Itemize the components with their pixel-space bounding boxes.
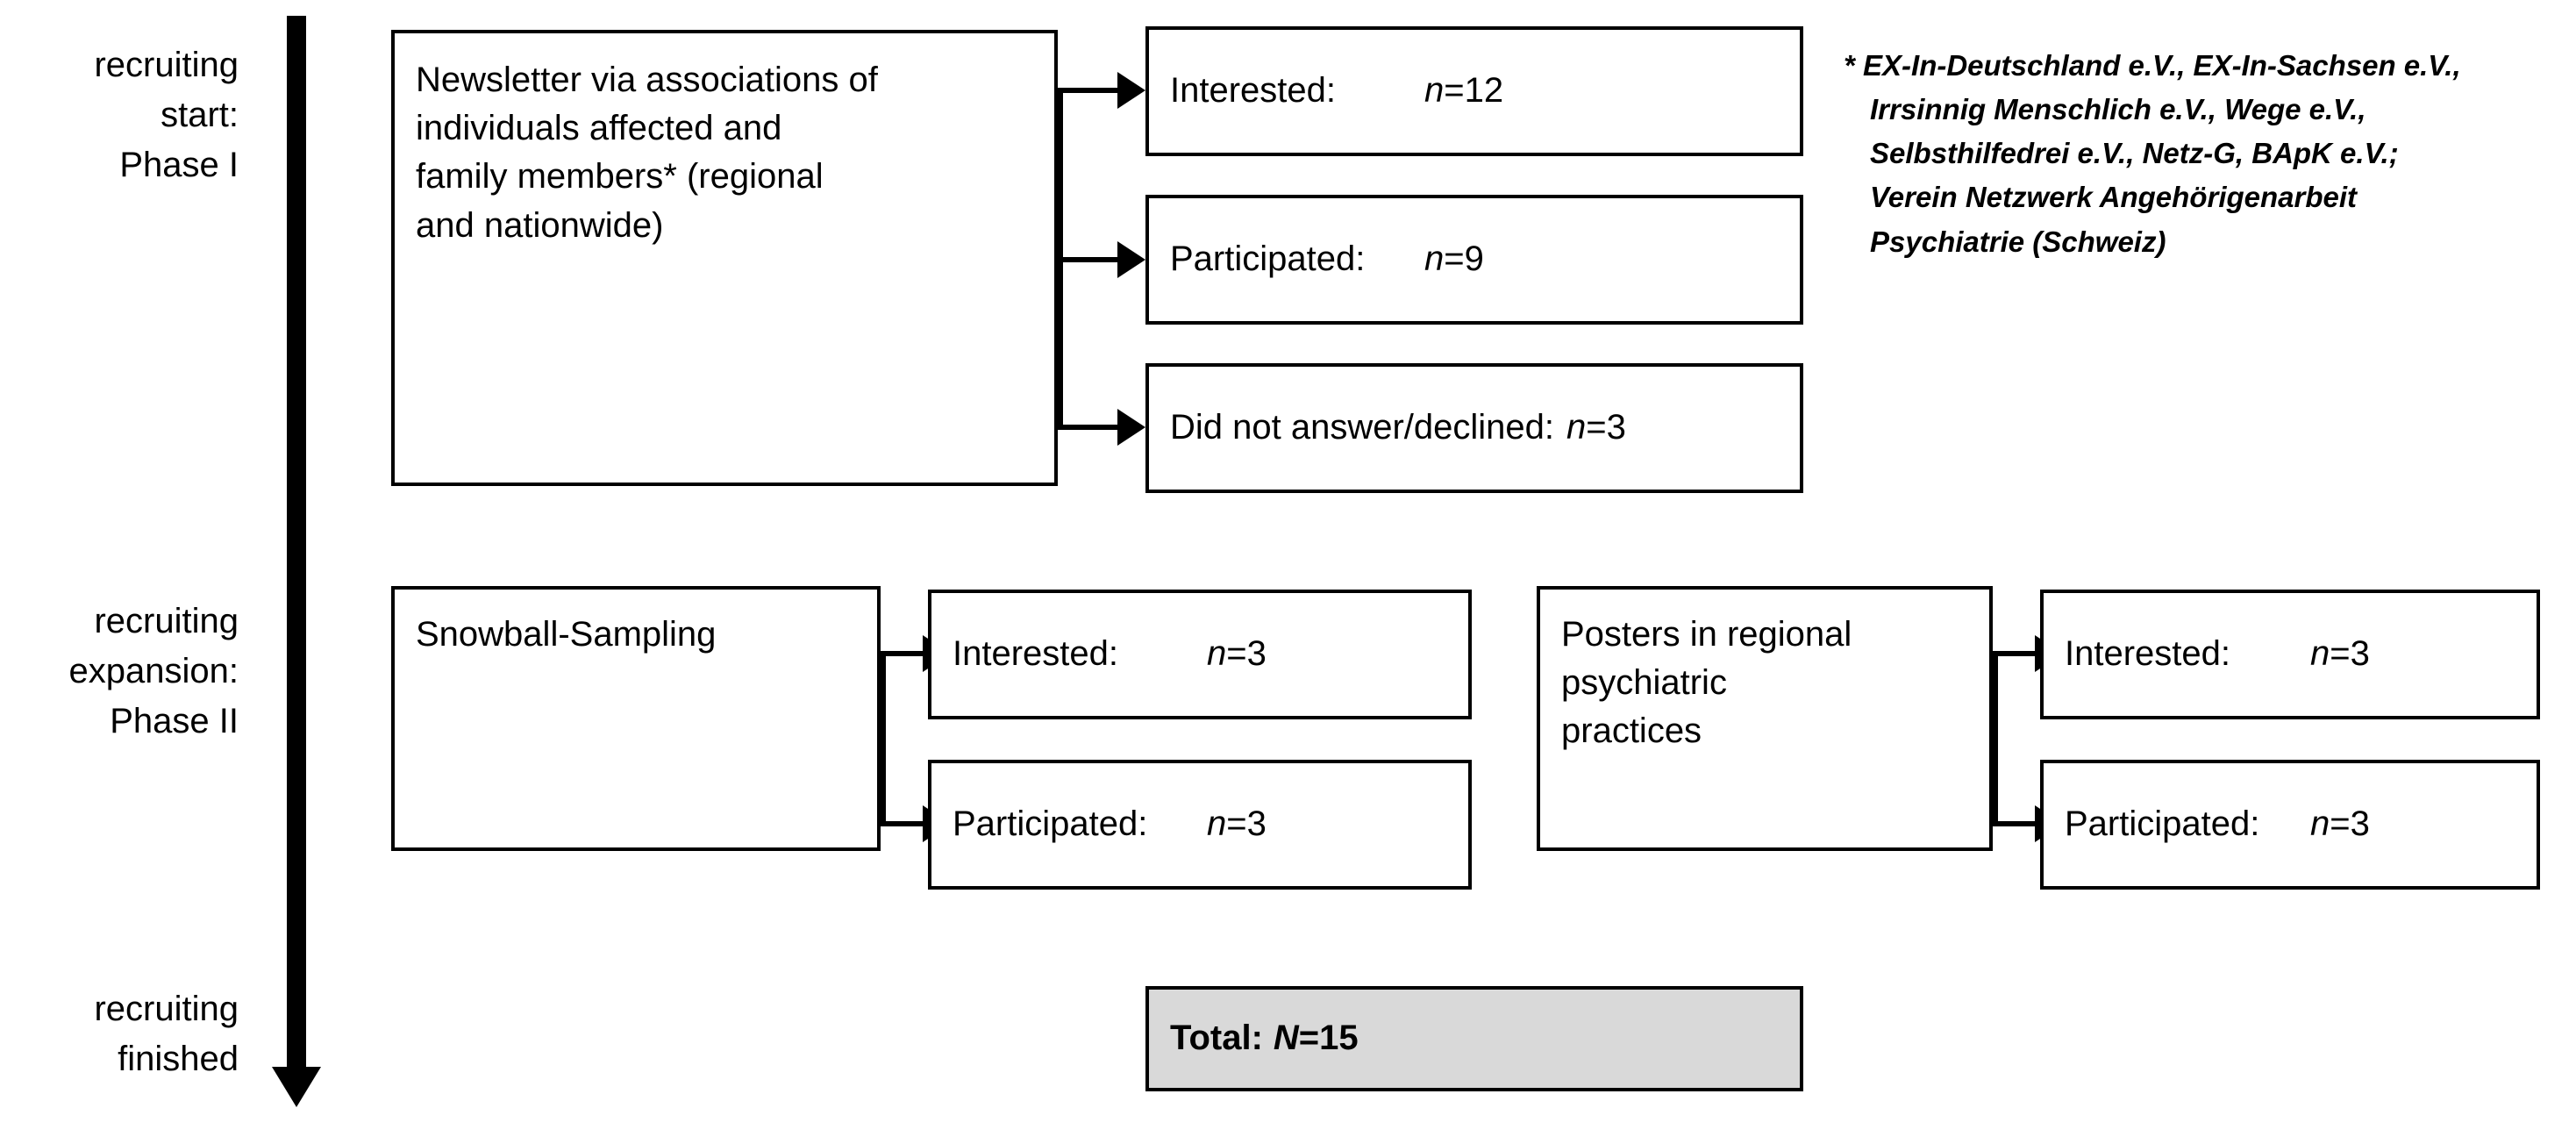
outcome-row: Participated: n=9 (1170, 235, 1779, 283)
outcome-row: Interested: n=12 (1170, 67, 1779, 115)
phase-label-line: start: (161, 95, 239, 134)
outcome-label: Interested: (1170, 71, 1337, 111)
phase-label-recruiting-start: recruiting start: Phase I (0, 40, 239, 189)
total-row: Total: N=15 (1170, 1014, 1359, 1062)
outcome-value: n=3 (2310, 630, 2370, 678)
total-value-number: =15 (1298, 1019, 1359, 1058)
connector-arrowhead (1117, 409, 1145, 446)
outcome-value: n=3 (1207, 800, 1267, 848)
outcome-value-number: =12 (1444, 71, 1504, 111)
phase1-source-line: family members* (regional (416, 157, 824, 197)
phase2-snowball-outcome-participated-box: Participated: n=3 (928, 760, 1472, 890)
timeline-arrow-shaft (287, 16, 306, 1069)
phase2-source-line: practices (1561, 711, 1702, 751)
phase-label-line: finished (118, 1039, 239, 1078)
phase-label-line: recruiting (94, 46, 239, 84)
outcome-value-number: =3 (1226, 804, 1267, 844)
phase2-posters-outcome-interested-box: Interested: n=3 (2040, 590, 2540, 719)
outcome-value-symbol: n (1207, 804, 1227, 844)
phase-label-line: Phase I (119, 145, 239, 184)
outcome-value-symbol: n (1566, 408, 1587, 447)
outcome-label: Interested: (953, 634, 1119, 674)
outcome-value-number: =9 (1444, 240, 1484, 279)
total-value-symbol: N (1273, 1019, 1299, 1058)
connector-stem (1058, 257, 1117, 262)
phase2-source-line: Snowball-Sampling (416, 615, 717, 654)
outcome-row: Interested: n=3 (2065, 630, 2515, 678)
phase1-outcome-interested-box: Interested: n=12 (1145, 26, 1803, 156)
outcome-row: Did not answer/declined: n=3 (1170, 404, 1626, 452)
phase1-source-box: Newsletter via associations of individua… (391, 30, 1058, 486)
outcome-value: n=9 (1424, 235, 1484, 283)
footnote-associations: * EX-In-Deutschland e.V., EX-In-Sachsen … (1844, 44, 2461, 264)
outcome-value: n=3 (1207, 630, 1267, 678)
phase1-source-line: Newsletter via associations of (416, 61, 878, 99)
outcome-value-symbol: n (2310, 634, 2330, 674)
footnote-line: * EX-In-Deutschland e.V., EX-In-Sachsen … (1844, 49, 2461, 82)
phase2-source-posters-box: Posters in regional psychiatric practice… (1537, 586, 1993, 851)
outcome-value-number: =3 (2330, 634, 2370, 674)
outcome-row: Participated: n=3 (2065, 800, 2515, 848)
outcome-value: n=3 (1566, 404, 1626, 452)
phase-label-line: Phase II (110, 701, 239, 740)
phase1-source-line: and nationwide) (416, 205, 664, 245)
outcome-label: Did not answer/declined: (1170, 408, 1555, 447)
outcome-value-symbol: n (1424, 71, 1445, 111)
phase2-source-line: Posters in regional (1561, 615, 1852, 654)
phase2-snowball-outcome-interested-box: Interested: n=3 (928, 590, 1472, 719)
outcome-label: Participated: (953, 804, 1148, 844)
outcome-value-number: =3 (1586, 408, 1626, 447)
timeline-arrow-head (272, 1067, 321, 1107)
footnote-line: Selbsthilfedrei e.V., Netz-G, BApK e.V.; (1870, 137, 2399, 170)
outcome-value-symbol: n (2310, 804, 2330, 844)
outcome-row: Participated: n=3 (953, 800, 1447, 848)
phase2-posters-connector-riser (1993, 651, 1998, 826)
connector-arrowhead (1117, 72, 1145, 109)
outcome-value-symbol: n (1424, 240, 1445, 279)
phase1-outcome-participated-box: Participated: n=9 (1145, 195, 1803, 325)
phase1-outcome-declined-box: Did not answer/declined: n=3 (1145, 363, 1803, 493)
outcome-label: Participated: (2065, 804, 2260, 844)
phase2-snowball-connector-riser (881, 651, 886, 826)
phase-label-recruiting-expansion: recruiting expansion: Phase II (0, 597, 239, 746)
total-value: N=15 (1274, 1014, 1359, 1062)
footnote-line: Psychiatrie (Schweiz) (1870, 225, 2166, 258)
phase2-source-snowball-box: Snowball-Sampling (391, 586, 881, 851)
outcome-row: Interested: n=3 (953, 630, 1447, 678)
connector-stem (881, 821, 923, 826)
phase-label-recruiting-finished: recruiting finished (0, 984, 239, 1084)
total-box: Total: N=15 (1145, 986, 1803, 1091)
total-label: Total: (1170, 1019, 1263, 1058)
phase1-source-line: individuals affected and (416, 109, 782, 148)
outcome-value: n=3 (2310, 800, 2370, 848)
footnote-line: Verein Netzwerk Angehörigenarbeit (1870, 181, 2358, 214)
outcome-value-number: =3 (1226, 634, 1267, 674)
footnote-line: Irrsinnig Menschlich e.V., Wege e.V., (1870, 93, 2366, 126)
phase-label-line: recruiting (94, 602, 239, 640)
phase-label-line: expansion: (68, 651, 239, 690)
phase2-source-line: psychiatric (1561, 663, 1727, 703)
phase-label-line: recruiting (94, 990, 239, 1028)
outcome-label: Participated: (1170, 240, 1366, 279)
connector-arrowhead (1117, 241, 1145, 278)
outcome-label: Interested: (2065, 634, 2231, 674)
outcome-value-symbol: n (1207, 634, 1227, 674)
connector-stem (1993, 651, 2035, 656)
connector-stem (1058, 88, 1117, 93)
outcome-value: n=12 (1424, 67, 1503, 115)
connector-stem (1993, 821, 2035, 826)
phase2-posters-outcome-participated-box: Participated: n=3 (2040, 760, 2540, 890)
connector-stem (881, 651, 923, 656)
connector-stem (1058, 425, 1117, 430)
outcome-value-number: =3 (2330, 804, 2370, 844)
